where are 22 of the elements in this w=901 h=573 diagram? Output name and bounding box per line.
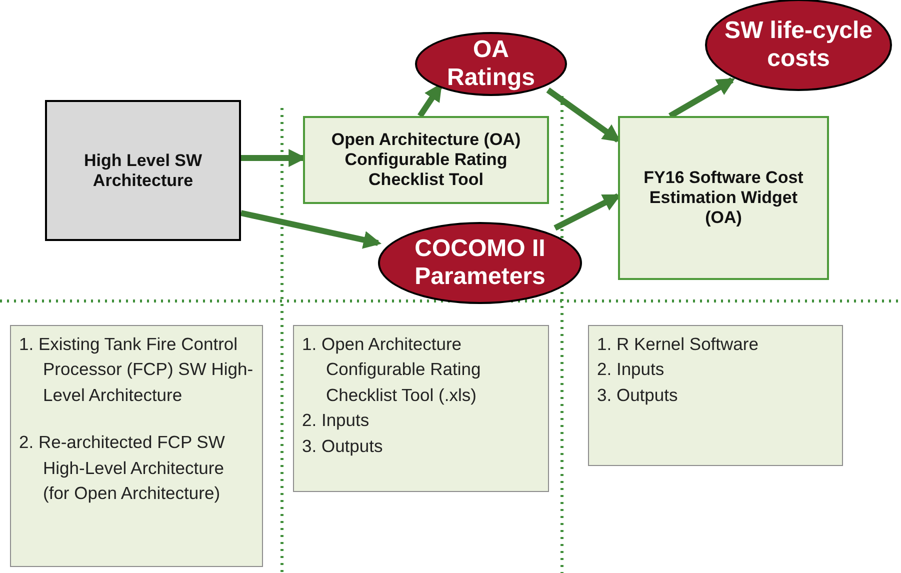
- list-item: 2. Re-architected FCP SW High-Level Architecture (for Open Architecture): [19, 431, 226, 505]
- list-item: 1. Open Architecture Configurable Rating Checklist Tool (.xls): [302, 333, 482, 407]
- list-item: 1. Existing Tank Fire Control Processor (FCP) SW High-Level Architecture: [19, 333, 254, 407]
- note-panel: [10, 325, 263, 567]
- node-label: High Level SW Architecture: [82, 150, 204, 190]
- list-item: 2. Inputs: [302, 409, 370, 432]
- note-panel: [293, 325, 549, 492]
- note-panel: [588, 325, 843, 466]
- node-label: COCOMO II Parameters: [414, 235, 546, 291]
- node-label: SW life-cycle costs: [723, 17, 874, 73]
- list-item: 3. Outputs: [302, 434, 384, 458]
- arrow: [668, 77, 736, 119]
- node-label: OA Ratings: [446, 36, 536, 92]
- list-item: 1. R Kernel Software: [597, 333, 760, 356]
- list-item: 3. Outputs: [597, 384, 679, 407]
- node-label: Open Architecture (OA) Configurable Rating Checklist Tool: [330, 130, 522, 190]
- process-box: [618, 116, 829, 280]
- process-box: [45, 100, 241, 241]
- arrow: [240, 210, 382, 249]
- list-item: 2. Inputs: [597, 358, 666, 382]
- process-box: [303, 116, 549, 204]
- node-label: FY16 Software Cost Estimation Widget (OA): [642, 168, 804, 228]
